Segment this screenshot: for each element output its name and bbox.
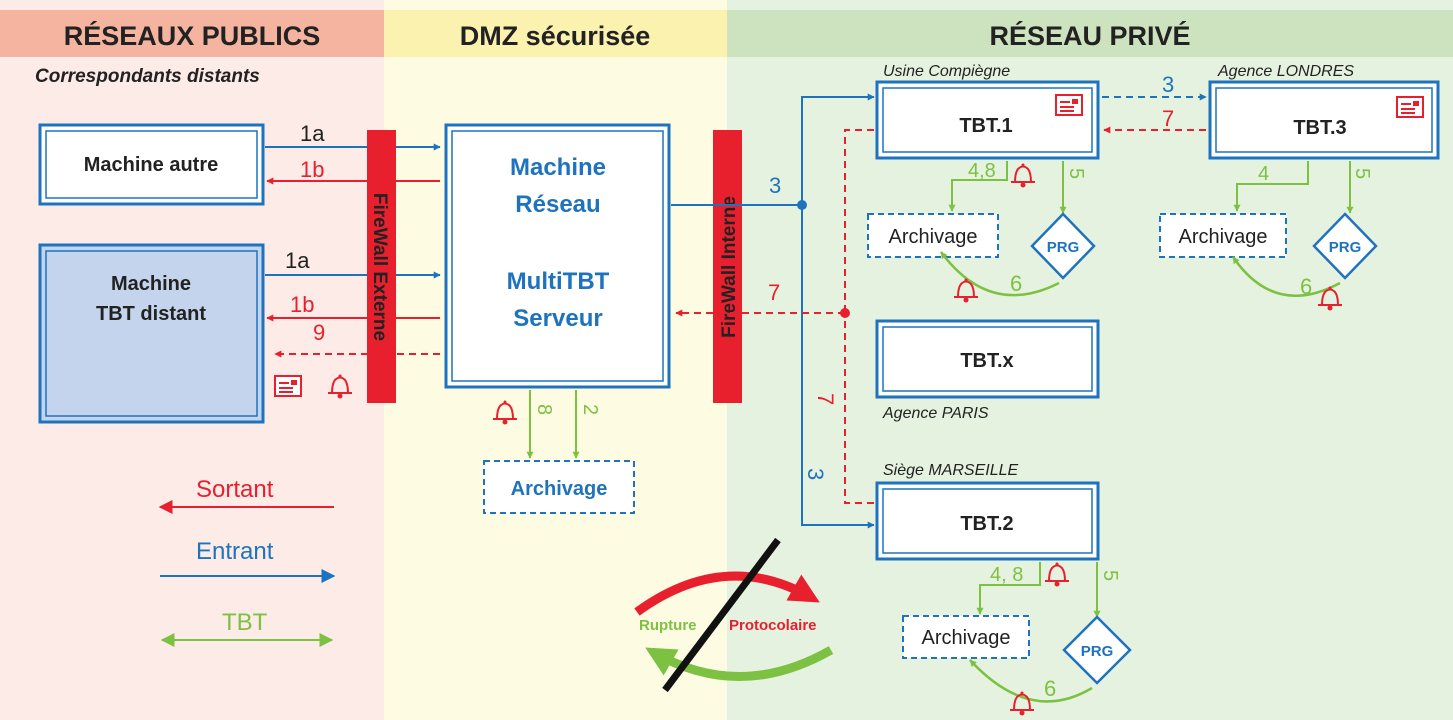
flow-7-tbt1-dash bbox=[844, 129, 874, 313]
flow-label-3-tbt2: 3 bbox=[803, 468, 828, 480]
legend-tbt-label: TBT bbox=[222, 609, 268, 636]
archivage-tbt1[interactable] bbox=[867, 213, 999, 258]
public-header bbox=[0, 10, 384, 57]
flow-label-9: 9 bbox=[313, 320, 325, 345]
machine-multitbt-box[interactable] bbox=[444, 123, 671, 389]
flow-label-7-tbt2: 7 bbox=[813, 393, 838, 405]
flow-label-5-tbt3: 5 bbox=[1351, 168, 1373, 179]
flow-label-3-tbt3: 3 bbox=[1162, 72, 1174, 97]
machine-tbt-distant-line2: TBT distant bbox=[96, 303, 206, 325]
flow-label-4-tbt3: 4 bbox=[1258, 163, 1269, 185]
mail-icon bbox=[1055, 94, 1083, 116]
prg-tbt3-label: PRG bbox=[1329, 239, 1362, 256]
mail-icon bbox=[1396, 96, 1424, 118]
dmz-zone-title: DMZ sécurisée bbox=[460, 21, 651, 51]
tbt3-box[interactable] bbox=[1208, 80, 1440, 160]
flow-7-tbt2-dash bbox=[844, 313, 874, 504]
machine-autre-box[interactable] bbox=[38, 123, 265, 206]
firewall-externe[interactable] bbox=[367, 130, 396, 403]
archivage-tbt2[interactable] bbox=[902, 615, 1030, 659]
prg-tbt3[interactable] bbox=[1312, 212, 1378, 280]
public-zone-subtitle: Correspondants distants bbox=[35, 66, 260, 87]
multitbt-line4: Serveur bbox=[513, 305, 602, 332]
flow-label-6-tbt2: 6 bbox=[1044, 676, 1056, 701]
flow-6-tbt3 bbox=[1231, 256, 1341, 297]
archivage-tbt3-label: Archivage bbox=[1179, 226, 1268, 248]
flow-label-7-server: 7 bbox=[768, 280, 780, 305]
firewall-interne-label: FireWall Interne bbox=[719, 196, 740, 338]
flow-3-tbt1 bbox=[801, 93, 875, 205]
flow-label-5-tbt1: 5 bbox=[1065, 168, 1087, 179]
flow-label-8-dmz: 8 bbox=[533, 404, 555, 415]
dmz-header bbox=[384, 10, 727, 57]
prg-tbt1-label: PRG bbox=[1047, 239, 1080, 256]
rupture-left-label: Rupture bbox=[639, 617, 697, 634]
tbt3-label: TBT.3 bbox=[1293, 117, 1346, 139]
legend-entrant-label: Entrant bbox=[196, 538, 274, 565]
prg-tbt1[interactable] bbox=[1030, 212, 1096, 280]
tbt2-box[interactable] bbox=[875, 481, 1100, 561]
flow-label-1b-distant: 1b bbox=[290, 292, 314, 317]
flow-4-8-tbt2 bbox=[976, 562, 1041, 615]
tbtx-site: Agence PARIS bbox=[882, 405, 989, 422]
rupture-red-arc bbox=[634, 571, 820, 616]
flow-label-48-tbt1: 4,8 bbox=[968, 160, 996, 182]
archivage-tbt2-label: Archivage bbox=[922, 627, 1011, 649]
private-zone-title: RÉSEAU PRIVÉ bbox=[989, 20, 1190, 51]
tbt1-label: TBT.1 bbox=[959, 115, 1012, 137]
rupture-slash bbox=[662, 537, 781, 693]
archivage-dmz[interactable] bbox=[483, 460, 635, 514]
rupture-green-arc bbox=[645, 646, 834, 681]
prg-tbt2-label: PRG bbox=[1081, 643, 1114, 660]
flow-label-6-tbt1: 6 bbox=[1010, 271, 1022, 296]
multitbt-line2: Réseau bbox=[515, 191, 600, 218]
multitbt-line3: MultiTBT bbox=[507, 268, 610, 295]
tbt2-label: TBT.2 bbox=[960, 513, 1013, 535]
bus-node-red bbox=[840, 308, 850, 318]
flow-6-tbt1 bbox=[939, 251, 1060, 297]
machine-autre-label: Machine autre bbox=[84, 154, 218, 176]
tbt3-site: Agence LONDRES bbox=[1217, 63, 1354, 80]
public-zone-title: RÉSEAUX PUBLICS bbox=[64, 20, 321, 51]
tbt2-site: Siège MARSEILLE bbox=[883, 462, 1019, 479]
flow-label-7-tbt3: 7 bbox=[1162, 106, 1174, 131]
flow-label-1b-autre: 1b bbox=[300, 157, 324, 182]
flow-4-tbt3 bbox=[1233, 161, 1309, 212]
firewall-externe-label: FireWall Externe bbox=[369, 193, 390, 341]
tbtx-box[interactable] bbox=[875, 319, 1100, 399]
tbt1-site: Usine Compiègne bbox=[883, 63, 1010, 80]
flow-3-tbt2 bbox=[801, 205, 875, 529]
firewall-interne[interactable] bbox=[713, 130, 742, 403]
prg-tbt2[interactable] bbox=[1062, 615, 1132, 685]
private-header bbox=[727, 10, 1453, 57]
flow-label-6-tbt3: 6 bbox=[1300, 274, 1312, 299]
tbtx-label: TBT.x bbox=[960, 350, 1013, 372]
flow-label-4-8-tbt2: 4, 8 bbox=[990, 564, 1023, 586]
flow-label-1a-distant: 1a bbox=[285, 248, 310, 273]
flow-6-tbt2 bbox=[969, 659, 1093, 703]
archivage-tbt1-label: Archivage bbox=[889, 226, 978, 248]
legend-sortant-label: Sortant bbox=[196, 476, 274, 503]
mail-icon bbox=[274, 375, 302, 397]
archivage-dmz-label: Archivage bbox=[511, 478, 608, 500]
flow-label-2-dmz: 2 bbox=[579, 404, 601, 415]
flow-48-tbt1 bbox=[948, 161, 1008, 212]
flow-label-1a-autre: 1a bbox=[300, 121, 325, 146]
flow-label-5-tbt2: 5 bbox=[1099, 570, 1121, 581]
rupture-right-label: Protocolaire bbox=[729, 617, 817, 634]
machine-tbt-distant-line1: Machine bbox=[111, 273, 191, 295]
archivage-tbt3[interactable] bbox=[1159, 213, 1287, 258]
multitbt-line1: Machine bbox=[510, 154, 606, 181]
flow-label-3-bus: 3 bbox=[769, 173, 781, 198]
machine-tbt-distant-box[interactable] bbox=[38, 243, 265, 424]
